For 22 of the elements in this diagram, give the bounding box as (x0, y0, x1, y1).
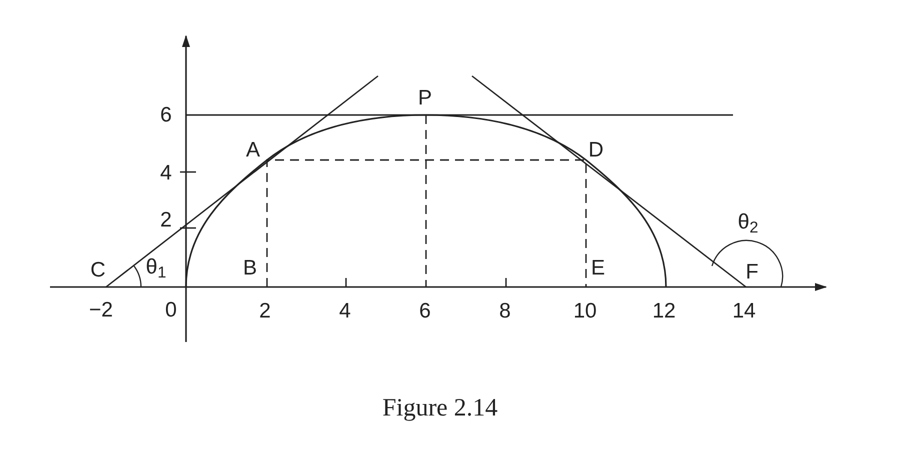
point-label: 12 (652, 300, 676, 322)
point-label: F (746, 262, 758, 282)
point-label: −2 (89, 300, 113, 320)
point-label: θ$_{2}$ (738, 212, 758, 232)
point-label: 2 (160, 210, 172, 230)
figure-caption: Figure 2.14 (382, 396, 498, 420)
point-label: B (243, 258, 257, 278)
point-label: 0 (165, 300, 177, 320)
point-label: C (90, 260, 106, 280)
point-label: 4 (339, 300, 351, 322)
point-label: 6 (419, 300, 431, 322)
point-label: 6 (160, 104, 172, 126)
point-label: θ$_{1}$ (146, 256, 166, 278)
point-label: E (591, 258, 605, 278)
point-label: D (588, 140, 604, 160)
point-label: 4 (160, 162, 172, 184)
point-label: 14 (732, 300, 756, 322)
point-label: 8 (499, 300, 511, 322)
point-label: 10 (573, 300, 597, 322)
point-label: 2 (259, 300, 271, 322)
point-label: A (246, 140, 260, 160)
point-label: P (418, 88, 432, 108)
